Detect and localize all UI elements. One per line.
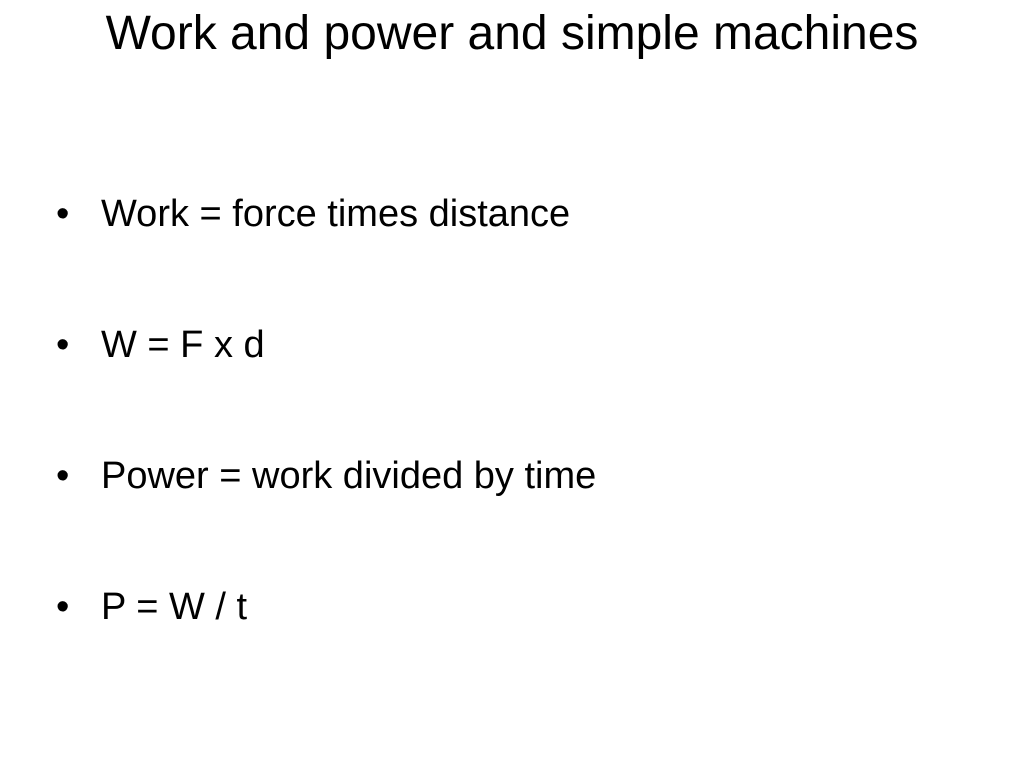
bullet-list: • Work = force times distance • W = F x … (56, 186, 956, 710)
bullet-item-power-formula: • P = W / t (56, 579, 956, 710)
bullet-marker: • (56, 324, 70, 366)
bullet-marker: • (56, 455, 70, 497)
bullet-text: W = F x d (101, 324, 265, 366)
bullet-marker: • (56, 586, 70, 628)
bullet-text: Work = force times distance (101, 193, 571, 235)
bullet-item-power-definition: • Power = work divided by time (56, 448, 956, 579)
bullet-item-work-definition: • Work = force times distance (56, 186, 956, 317)
bullet-text: P = W / t (101, 586, 248, 628)
bullet-marker: • (56, 193, 70, 235)
bullet-item-work-formula: • W = F x d (56, 317, 956, 448)
slide-title: Work and power and simple machines (105, 7, 919, 60)
bullet-text: Power = work divided by time (101, 455, 597, 497)
